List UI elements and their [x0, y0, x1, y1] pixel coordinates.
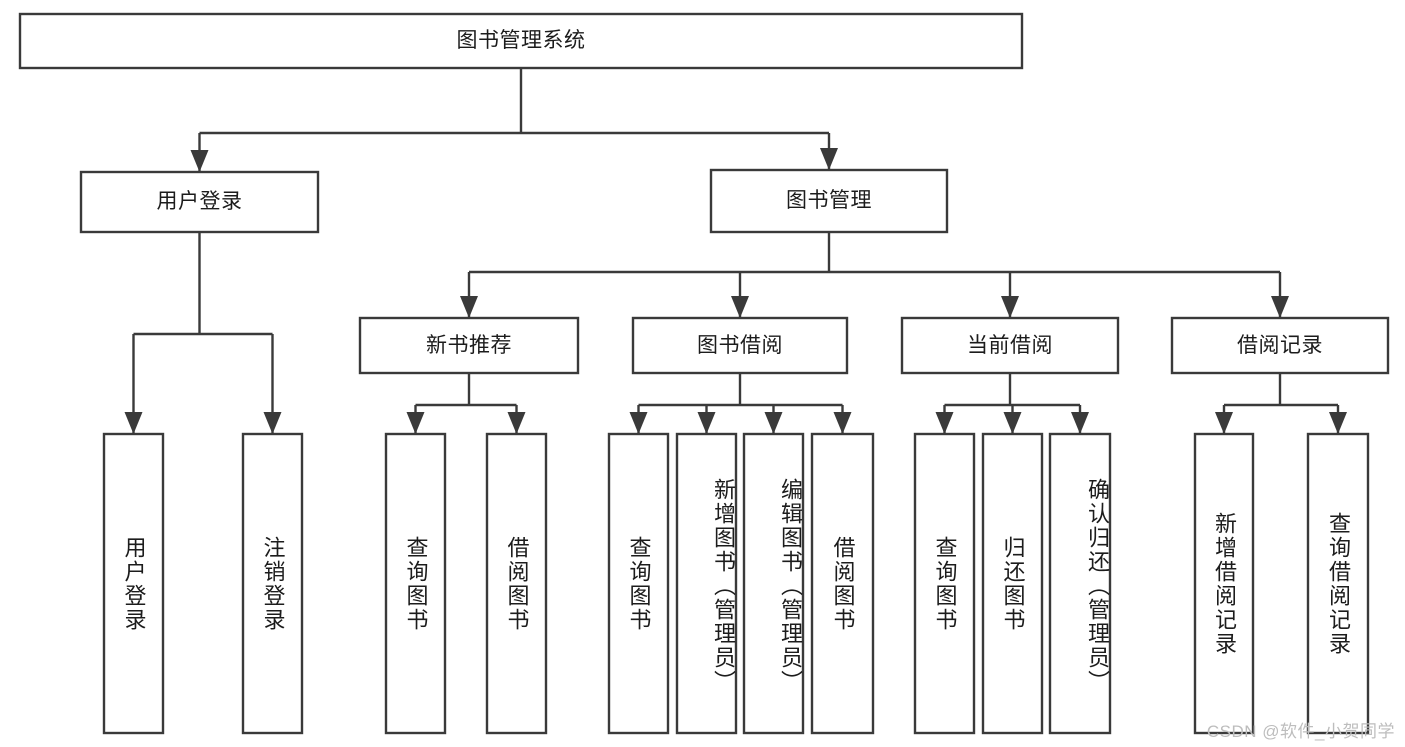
node-box-leaf-query-borrow-record	[1306, 432, 1370, 735]
arrow-head-icon-new-book-recommend	[460, 296, 478, 318]
node-box-leaf-return-book	[981, 432, 1044, 735]
arrow-head-icon-leaf-return-book	[1003, 412, 1022, 434]
node-box-leaf-logout-login	[241, 432, 304, 735]
node-box-new-book-recommend	[358, 316, 580, 375]
node-box-layer	[18, 12, 1390, 735]
arrow-head-icon-book-borrow	[731, 296, 749, 318]
arrow-head-icon-leaf-edit-book-admin	[764, 412, 783, 434]
node-box-current-borrow	[900, 316, 1120, 375]
node-box-leaf-confirm-return-admin	[1048, 432, 1112, 735]
node-box-borrow-record	[1170, 316, 1390, 375]
arrow-head-icon-borrow-record	[1271, 296, 1289, 318]
connector-layer	[124, 68, 1347, 434]
arrow-head-icon-current-borrow	[1001, 296, 1019, 318]
node-box-leaf-query-book-recommend	[384, 432, 447, 735]
arrow-head-icon-user-login	[190, 150, 209, 172]
arrow-head-icon-leaf-borrow-book-recommend	[507, 412, 526, 434]
node-box-book-borrow	[631, 316, 849, 375]
arrow-head-icon-leaf-query-book-current	[935, 412, 954, 434]
node-box-leaf-borrow-book	[810, 432, 875, 735]
node-box-user-login	[79, 170, 320, 234]
node-box-book-management	[709, 168, 949, 234]
arrow-head-icon-leaf-query-book-recommend	[406, 412, 425, 434]
arrow-head-icon-leaf-user-login	[124, 412, 143, 434]
arrow-head-icon-leaf-confirm-return-admin	[1071, 412, 1089, 434]
node-box-leaf-query-book-borrow	[607, 432, 670, 735]
node-box-leaf-query-book-current	[913, 432, 976, 735]
arrow-head-icon-leaf-add-borrow-record	[1215, 412, 1233, 434]
arrow-head-icon-leaf-logout-login	[263, 412, 282, 434]
node-box-leaf-user-login	[102, 432, 165, 735]
arrow-head-icon-leaf-borrow-book	[833, 412, 852, 434]
arrow-head-icon-leaf-query-borrow-record	[1329, 412, 1347, 434]
node-box-root	[18, 12, 1024, 70]
node-box-leaf-borrow-book-recommend	[485, 432, 548, 735]
arrow-head-icon-book-management	[820, 148, 838, 170]
arrow-head-icon-leaf-add-book-admin	[697, 412, 716, 434]
arrow-head-icon-leaf-query-book-borrow	[629, 412, 648, 434]
node-box-leaf-edit-book-admin	[742, 432, 805, 735]
node-box-leaf-add-borrow-record	[1193, 432, 1255, 735]
node-box-leaf-add-book-admin	[675, 432, 738, 735]
